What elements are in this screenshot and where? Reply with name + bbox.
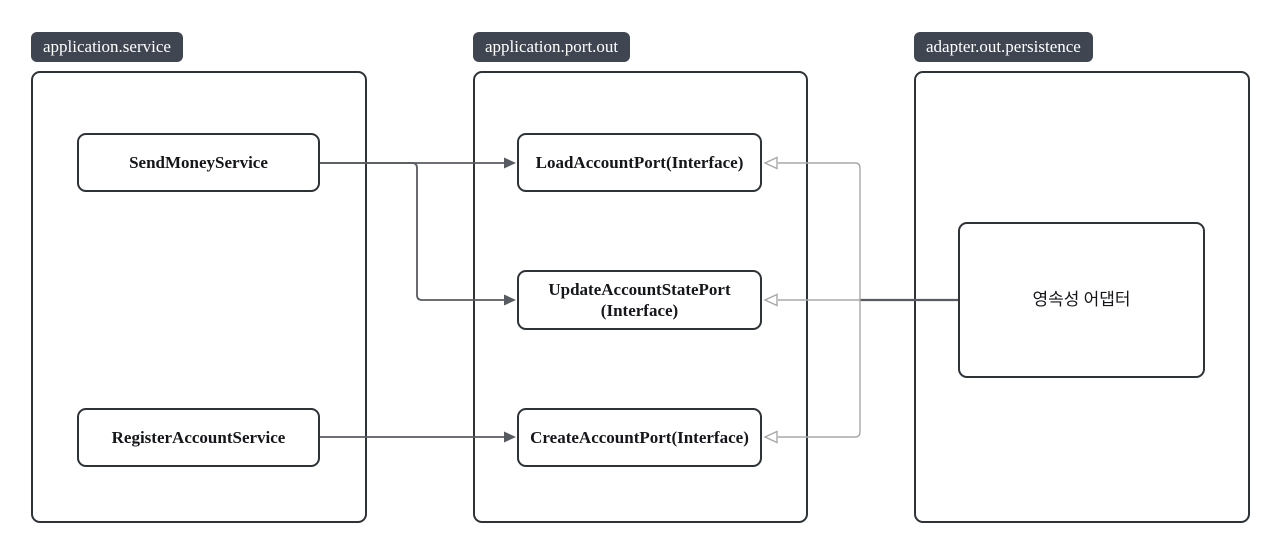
node-persistence-adapter: 영속성 어댑터 [958, 222, 1205, 378]
group-label-application-port-out: application.port.out [473, 32, 631, 62]
node-updateaccountstateport: UpdateAccountStatePort (Interface) [517, 270, 762, 330]
group-label-adapter-out-persistence: adapter.out.persistence [914, 32, 1093, 62]
node-createaccountport: CreateAccountPort(Interface) [517, 408, 762, 467]
group-label-application-service: application.service [31, 32, 183, 62]
node-registeraccountservice: RegisterAccountService [77, 408, 320, 467]
group-container-adapter-out-persistence [914, 71, 1250, 523]
node-loadaccountport: LoadAccountPort(Interface) [517, 133, 762, 192]
node-sendmoneyservice: SendMoneyService [77, 133, 320, 192]
